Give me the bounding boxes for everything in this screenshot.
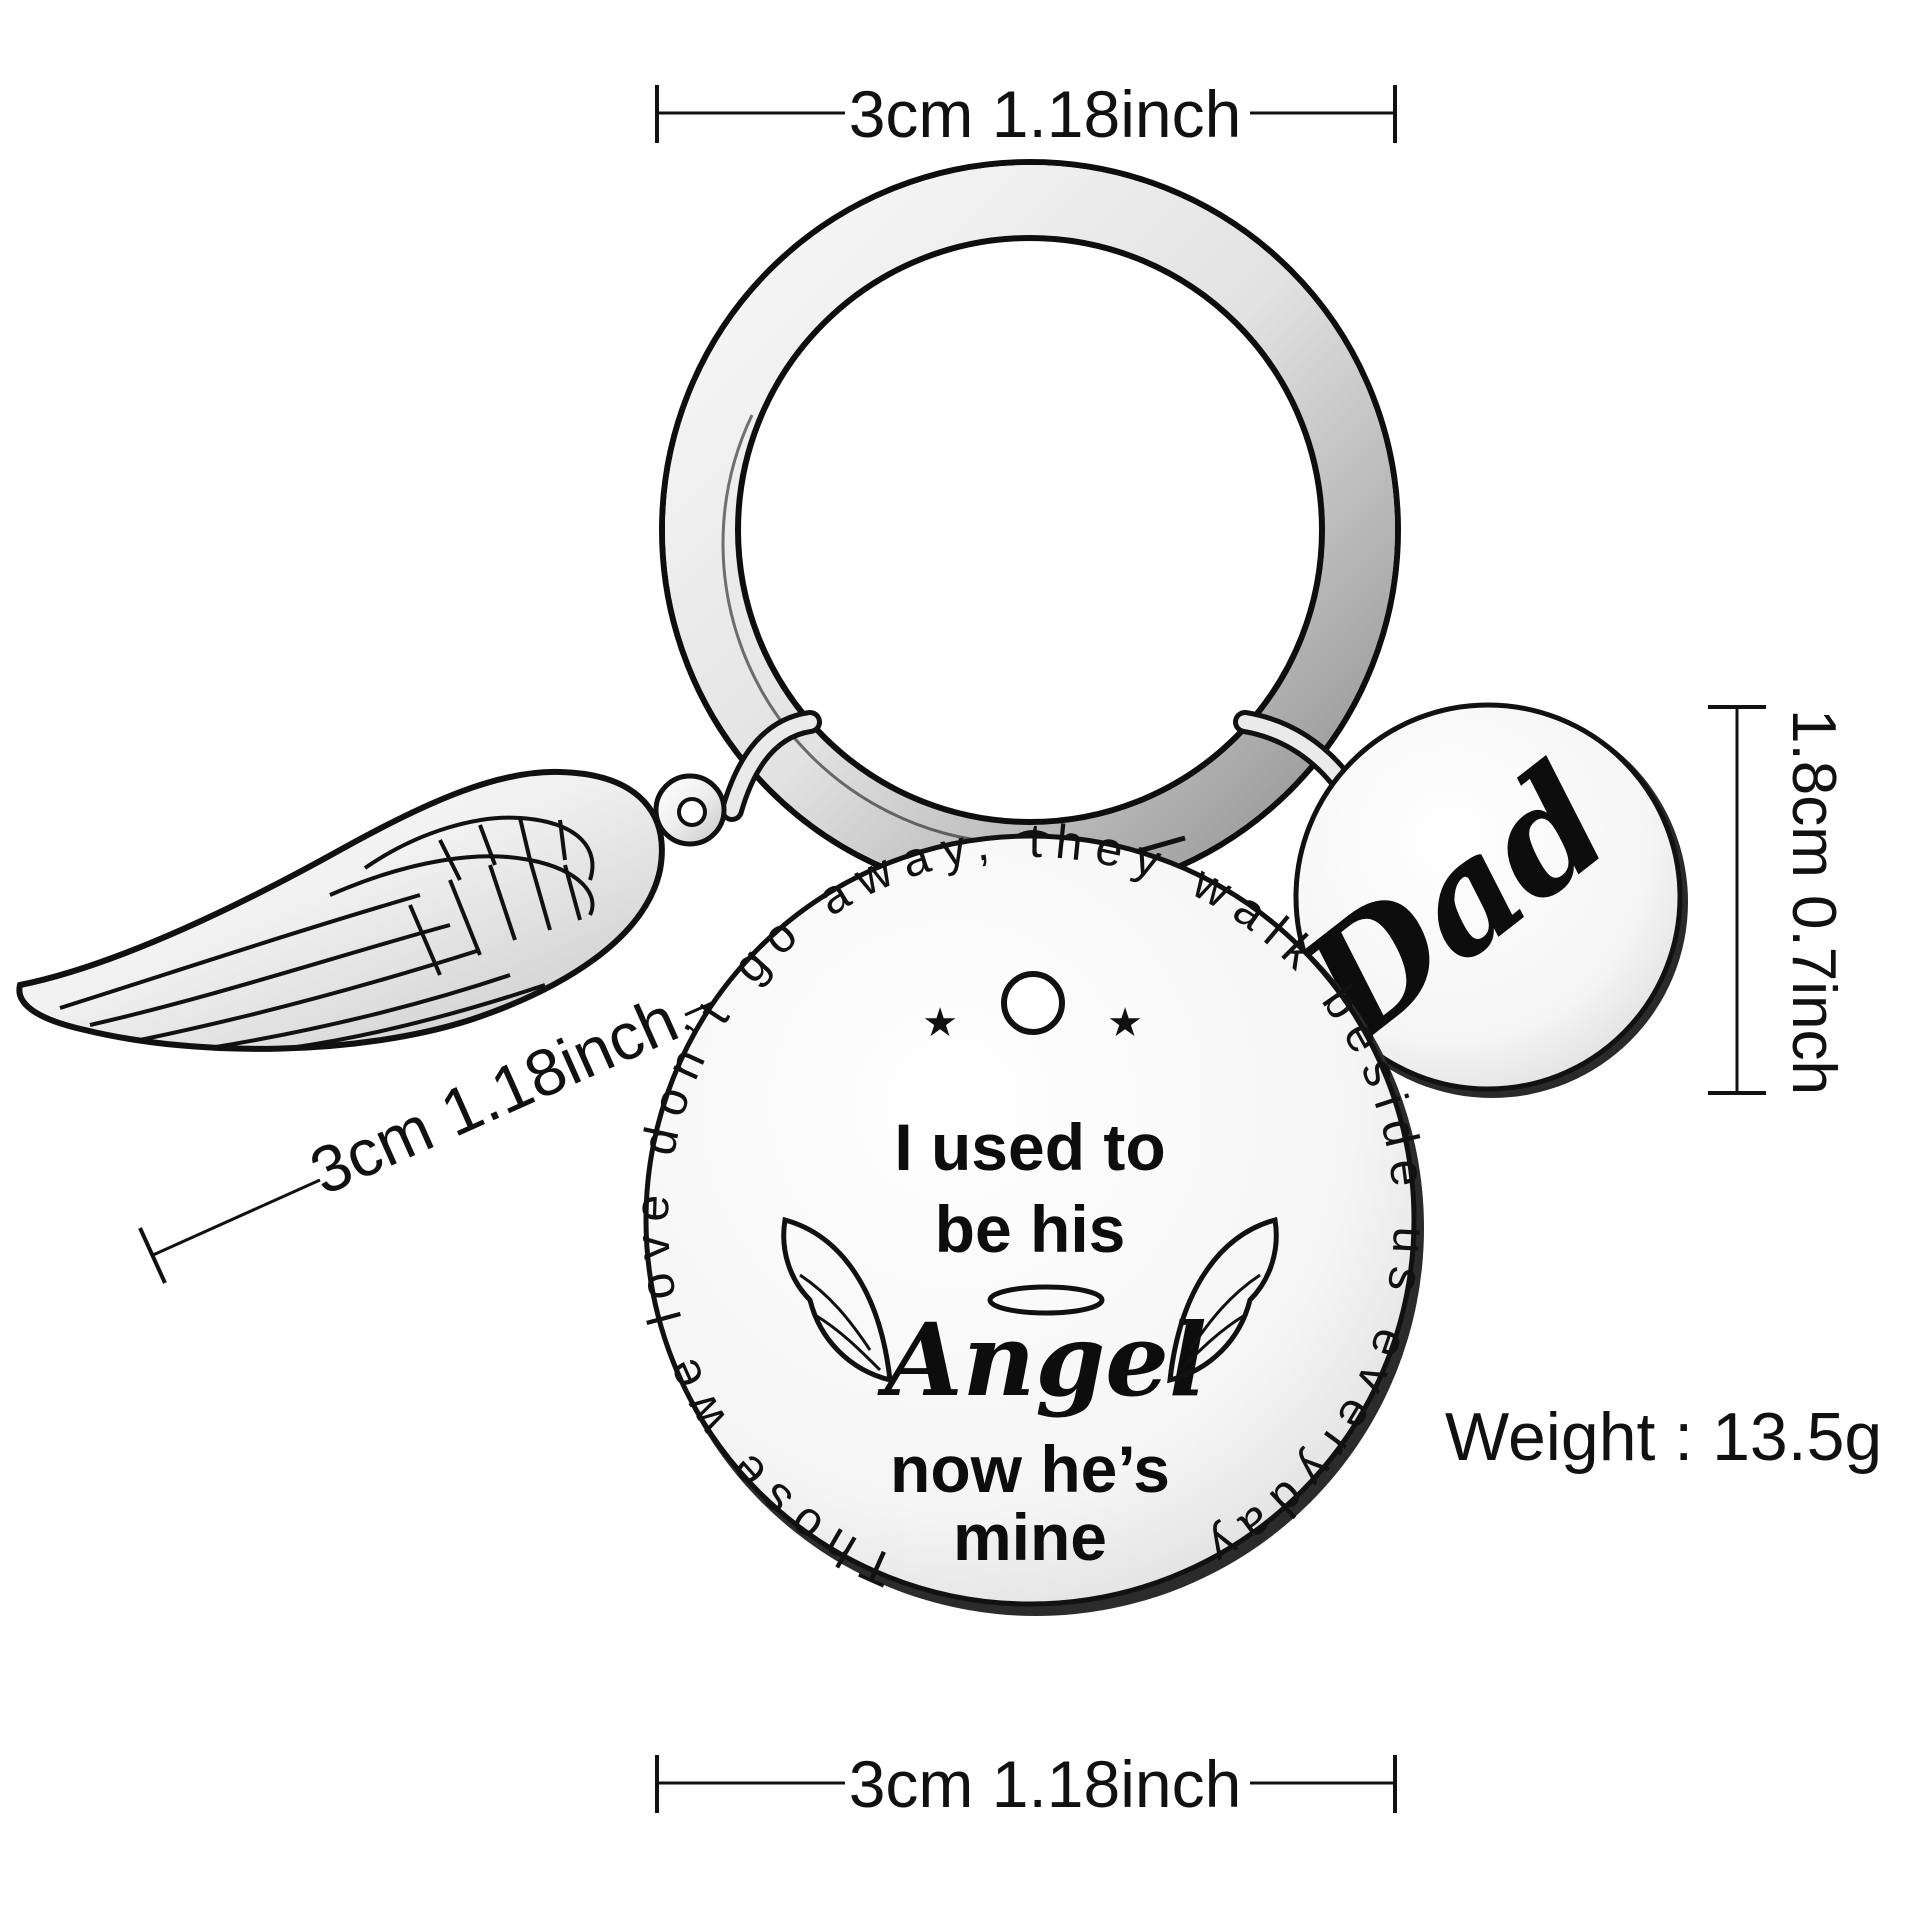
left-wing-icon [781, 1216, 893, 1384]
main-pendant: Those we love don’t go away, they walk b… [626, 815, 1436, 1616]
right-wing-icon [1167, 1216, 1279, 1384]
top-dimension: 3cm 1.18inch [655, 77, 1397, 151]
pendant-line-1: I used to [894, 1110, 1165, 1184]
pendant-line-3: now he’s [890, 1432, 1170, 1506]
dad-dimension-label: 1.8cm 0.7inch [1779, 709, 1848, 1095]
angel-wing-charm [16, 768, 727, 1052]
top-dimension-label: 3cm 1.18inch [849, 77, 1242, 151]
bottom-dimension-label: 3cm 1.18inch [849, 1747, 1242, 1821]
pendant-line-4: mine [953, 1500, 1107, 1574]
key-ring [659, 159, 1401, 901]
dad-charm: Dad [1268, 702, 1688, 1098]
halo [987, 1284, 1105, 1316]
pendant-script-word: Angel [877, 1301, 1207, 1419]
weight-label: Weight : 13.5g [1445, 1399, 1882, 1475]
jump-ring-left [720, 710, 822, 822]
star-left: ★ [922, 1001, 958, 1045]
star-right: ★ [1107, 1001, 1143, 1045]
bottom-dimension: 3cm 1.18inch [655, 1747, 1397, 1821]
dad-dimension: 1.8cm 0.7inch [1708, 705, 1848, 1095]
pendant-line-2: be his [935, 1192, 1126, 1266]
